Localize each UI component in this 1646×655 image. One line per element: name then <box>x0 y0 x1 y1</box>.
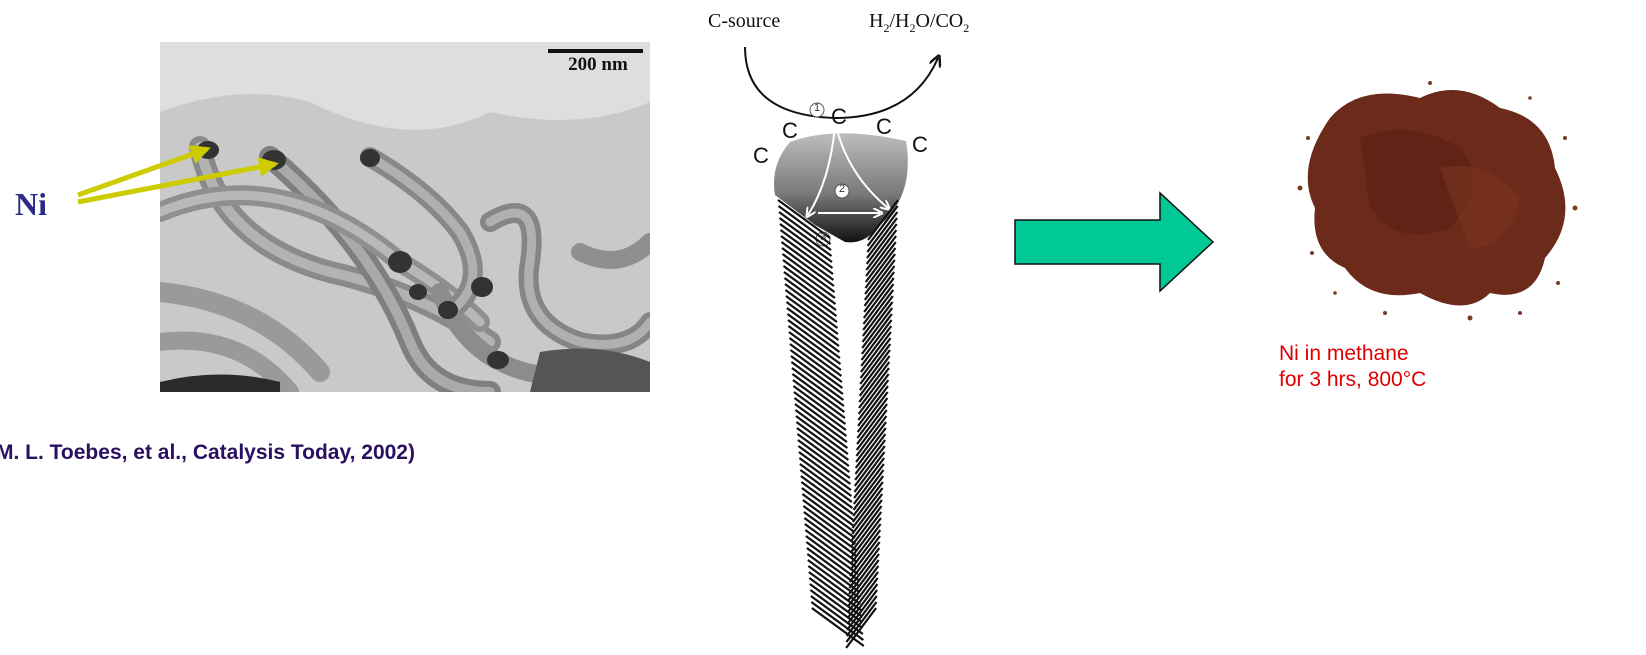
step-marker: 2 <box>836 183 848 195</box>
ni-pointer-arrows <box>75 140 290 210</box>
nanotube-wall-hatch <box>784 278 836 316</box>
nanotube-wall-hatch <box>805 524 857 562</box>
nanotube-wall-hatch <box>803 506 855 544</box>
products-label-subscript: 2 <box>963 21 969 35</box>
nanotube-wall-hatch <box>792 368 844 406</box>
nanotube-wall-hatch <box>787 314 839 352</box>
nanotube-wall-hatch <box>790 350 842 388</box>
nanotube-wall-hatch <box>803 500 855 538</box>
nanotube-wall-hatch <box>806 536 858 574</box>
ni-label: Ni <box>15 186 47 223</box>
nanotube-wall-hatch <box>804 512 856 550</box>
citation: M. L. Toebes, et al., Catalysis Today, 2… <box>0 441 415 465</box>
products-label-part: /H <box>889 10 909 32</box>
step-marker: 3 <box>817 231 829 243</box>
nanotube-wall-hatch <box>792 374 844 412</box>
nanotube-wall-hatch <box>799 452 851 490</box>
nanotube-wall-hatch <box>784 272 836 310</box>
nanotube-wall-hatch <box>787 308 839 346</box>
step-marker: 1 <box>811 102 823 114</box>
products-label-part: H <box>869 10 883 32</box>
nanotube-wall-hatch <box>788 326 840 364</box>
nanotube-wall-hatch <box>791 362 843 400</box>
nanotube-wall-hatch <box>783 266 835 304</box>
carbon-source-label: C-source <box>708 10 780 33</box>
nanotube-wall-hatch <box>793 386 845 424</box>
nanotube-wall-hatch <box>797 434 849 472</box>
sample-caption: Ni in methane for 3 hrs, 800°C <box>1279 341 1426 393</box>
carbon-atom-label: C <box>912 132 928 158</box>
nanotube-wall-hatch <box>791 356 843 394</box>
nanotube-wall-hatch <box>794 392 846 430</box>
nanotube-wall-hatch <box>795 404 847 442</box>
nanotube-wall-hatch <box>782 254 834 292</box>
nanotube-wall-hatch <box>783 260 835 298</box>
nanotube-wall-hatch <box>802 488 854 526</box>
products-label-part: O/CO <box>915 10 963 32</box>
nanotube-wall-hatch <box>805 530 857 568</box>
nanotube-wall-hatch <box>782 248 834 286</box>
carbon-atom-label: C <box>782 118 798 144</box>
sample-caption-line: Ni in methane <box>1279 341 1426 367</box>
nanotube-wall-hatch <box>798 446 850 484</box>
carbon-atom-label: C <box>753 143 769 169</box>
nanotube-wall-hatch <box>795 410 847 448</box>
scale-bar-label: 200 nm <box>548 54 648 76</box>
nanotube-wall-hatch <box>796 422 848 460</box>
nanotube-wall-hatch <box>786 296 838 334</box>
nanotube-wall-hatch <box>797 428 849 466</box>
nanotube-wall-hatch <box>801 476 853 514</box>
nanotube-wall-hatch <box>802 494 854 532</box>
nanotube-wall-hatch <box>800 470 852 508</box>
nanotube-wall-hatch <box>794 398 846 436</box>
nanotube-wall-hatch <box>798 440 850 478</box>
nanotube-wall-hatch <box>804 518 856 556</box>
nanotube-wall-hatch <box>785 284 837 322</box>
nanotube-wall-hatch <box>789 338 841 376</box>
tem-micrograph <box>160 42 650 392</box>
nanotube-wall-hatch <box>789 332 841 370</box>
process-arrow <box>1010 190 1215 295</box>
nanotube-wall-hatch <box>799 458 851 496</box>
sample-caption-line: for 3 hrs, 800°C <box>1279 367 1426 393</box>
nanotube-wall-hatch <box>801 482 853 520</box>
sample-powder-photo <box>1290 78 1580 333</box>
products-label: H2/H2O/CO2 <box>869 10 969 36</box>
nanotube-wall-hatch <box>786 302 838 340</box>
nanotube-wall-hatch <box>800 464 852 502</box>
nanotube-wall-hatch <box>796 416 848 454</box>
carbon-atom-label: C <box>876 114 892 140</box>
growth-mechanism-diagram <box>700 40 1000 655</box>
nanotube-wall-hatch <box>788 320 840 358</box>
nanotube-wall-hatch <box>790 344 842 382</box>
nanotube-wall-hatch <box>785 290 837 328</box>
nanotube-wall-hatch <box>793 380 845 418</box>
carbon-atom-label: C <box>831 104 847 130</box>
nanotube-wall-hatch <box>781 242 833 280</box>
